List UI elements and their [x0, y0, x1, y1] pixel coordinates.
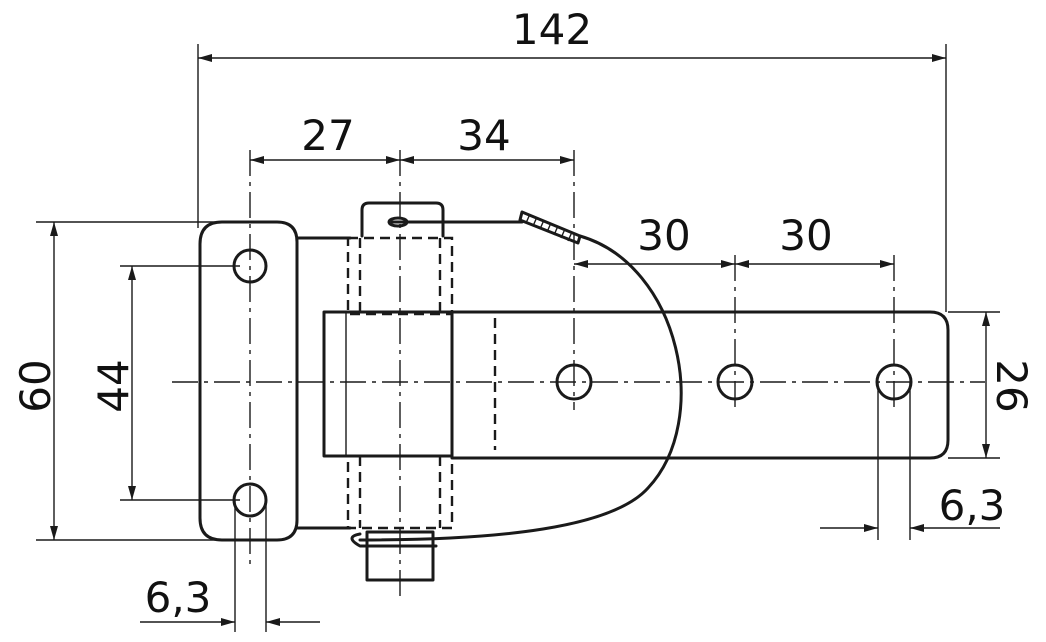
dim-hole-spacing: 44: [89, 359, 138, 412]
dim-hole-pitch-1: 30: [637, 211, 690, 260]
pin-head: [360, 201, 445, 238]
dim-hole-dia-left: 6,3: [145, 573, 212, 622]
hinge-part: [198, 201, 950, 582]
extension-lines: [36, 44, 1000, 632]
wire-spring: [518, 210, 582, 245]
dim-total-length: 142: [512, 5, 592, 54]
dim-hole-pitch-2: 30: [779, 211, 832, 260]
center-lines: [172, 150, 985, 600]
dim-hinge-offset: 27: [301, 111, 354, 160]
strap-knuckle: [322, 310, 454, 458]
mounting-plate: [198, 220, 299, 542]
retaining-wire: [358, 234, 683, 542]
dim-strap-width: 26: [987, 359, 1036, 412]
dimension-lines: [50, 54, 1000, 626]
dim-plate-height: 60: [11, 359, 60, 412]
dim-hole-dia-right: 6,3: [939, 481, 1006, 530]
dim-first-hole: 34: [457, 111, 510, 160]
strap: [450, 310, 950, 460]
dimension-labels: 142 27 34 30 30 60 44 26 6,3 6,3: [11, 5, 1036, 622]
